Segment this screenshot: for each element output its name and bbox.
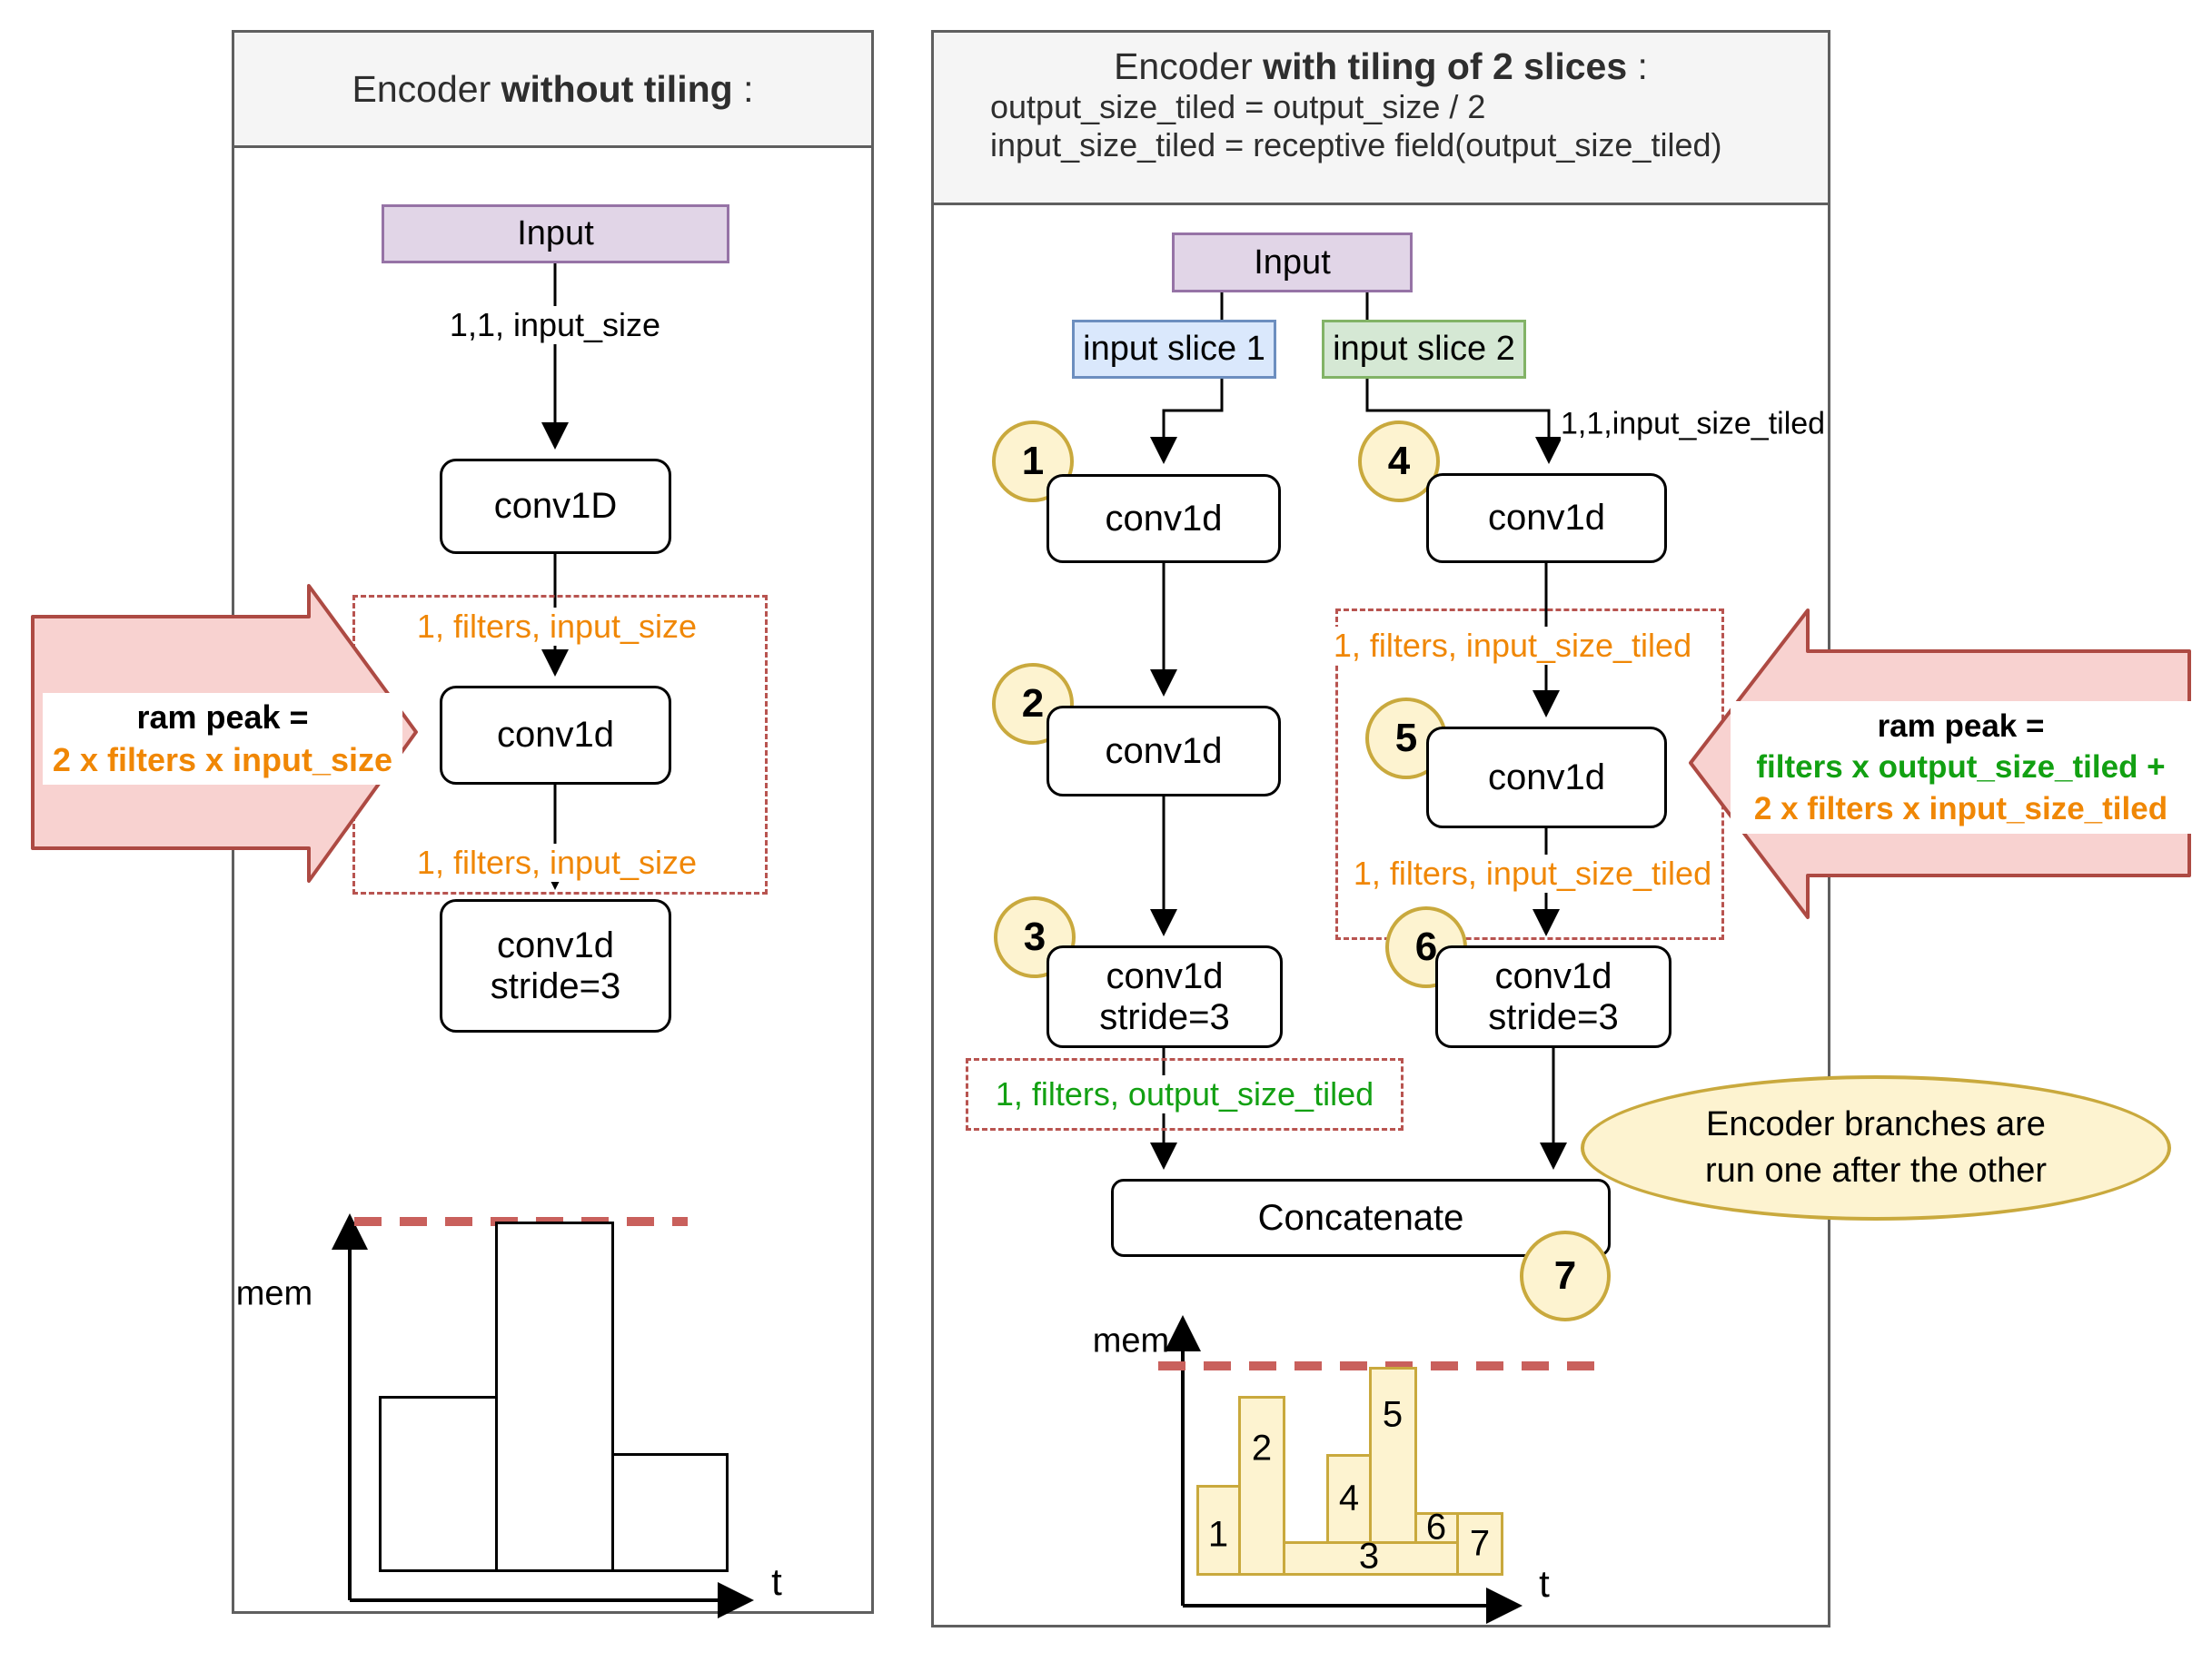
left-conv1d-stride-line2: stride=3 xyxy=(490,965,621,1006)
right-title-pre: Encoder xyxy=(1114,45,1264,87)
branches-note-line1: Encoder branches are xyxy=(1706,1104,2046,1143)
right-chart-bar-7 xyxy=(1456,1512,1503,1576)
left-conv1d-node-2: conv1d xyxy=(440,686,671,785)
input-slice-1-node: input slice 1 xyxy=(1072,320,1276,379)
step-circle-7: 7 xyxy=(1520,1231,1611,1321)
left-panel-header: Encoder without tiling : xyxy=(234,33,871,148)
branch1-stride-line2: stride=3 xyxy=(1099,996,1230,1037)
right-panel-title: Encoder with tiling of 2 slices : xyxy=(934,45,1828,88)
left-chart-bar-3 xyxy=(611,1453,729,1572)
right-callout-line2: filters x output_size_tiled + xyxy=(1756,749,2166,786)
left-chart-ylabel: mem xyxy=(235,1274,313,1313)
left-chart-xlabel: t xyxy=(771,1560,782,1603)
right-chart-bar-label-3: 3 xyxy=(1358,1536,1380,1577)
branches-note-line2: run one after the other xyxy=(1704,1152,2048,1190)
branch2-stride-line2: stride=3 xyxy=(1488,996,1619,1037)
left-chart-bar-2 xyxy=(495,1222,614,1572)
input-slice-2-node: input slice 2 xyxy=(1322,320,1526,379)
right-panel: Encoder with tiling of 2 slices : output… xyxy=(931,30,1830,1627)
right-chart-bar-label-4: 4 xyxy=(1338,1478,1360,1519)
right-panel-formula-2: input_size_tiled = receptive field(outpu… xyxy=(990,126,1722,163)
branch1-stride-line1: conv1d xyxy=(1106,955,1224,996)
left-title-pre: Encoder xyxy=(352,67,501,110)
right-chart-bar-label-1: 1 xyxy=(1207,1514,1229,1555)
right-callout-line3: 2 x filters x input_size_tiled xyxy=(1753,790,2168,826)
right-edge-label: 1,1,input_size_tiled xyxy=(1561,406,1826,442)
right-chart-ylabel: mem xyxy=(1092,1321,1170,1360)
right-chart-bar-2 xyxy=(1238,1396,1285,1576)
right-title-bold: with tiling of 2 slices xyxy=(1263,45,1628,87)
branch1-conv1d-node-2: conv1d xyxy=(1046,706,1281,796)
left-callout-line2: 2 x filters x input_size xyxy=(52,740,393,778)
right-title-post: : xyxy=(1627,45,1648,87)
right-chart-bar-label-5: 5 xyxy=(1382,1394,1404,1435)
left-callout-line1: ram peak = xyxy=(136,697,309,736)
branch1-output-dashed-region xyxy=(966,1058,1404,1131)
left-edge-label: 1,1, input_size xyxy=(440,306,670,344)
left-input-node: Input xyxy=(382,204,729,263)
branch1-conv1d-node-1: conv1d xyxy=(1046,474,1281,563)
right-chart-bar-5 xyxy=(1369,1367,1417,1544)
right-chart-bar-label-6: 6 xyxy=(1425,1507,1447,1548)
right-chart-bar-label-7: 7 xyxy=(1469,1523,1491,1564)
branch2-conv1d-stride-node: conv1d stride=3 xyxy=(1435,945,1671,1048)
left-chart-bar-1 xyxy=(379,1396,498,1572)
left-annotation-top: 1, filters, input_size xyxy=(409,608,705,646)
left-conv1d-stride-node: conv1d stride=3 xyxy=(440,899,671,1033)
left-conv1d-node-1: conv1D xyxy=(440,459,671,554)
left-ram-peak-callout-label: ram peak = 2 x filters x input_size xyxy=(43,693,402,785)
left-panel-title: Encoder without tiling : xyxy=(352,68,754,111)
right-callout-line1: ram peak = xyxy=(1877,707,2045,744)
right-chart-bar-label-2: 2 xyxy=(1251,1428,1273,1469)
concatenate-node: Concatenate xyxy=(1111,1179,1611,1257)
branch2-conv1d-node-2: conv1d xyxy=(1426,727,1667,828)
branches-note-ellipse: Encoder branches are run one after the o… xyxy=(1581,1075,2171,1221)
left-title-bold: without tiling xyxy=(501,67,733,110)
left-annotation-bottom: 1, filters, input_size xyxy=(409,844,705,882)
right-panel-header: Encoder with tiling of 2 slices : output… xyxy=(934,33,1828,205)
right-panel-formula-1: output_size_tiled = output_size / 2 xyxy=(990,88,1486,125)
branch2-stride-line1: conv1d xyxy=(1494,955,1612,996)
branch1-output-annotation: 1, filters, output_size_tiled xyxy=(987,1075,1382,1113)
right-chart-bar-1 xyxy=(1196,1485,1241,1576)
right-chart-xlabel: t xyxy=(1539,1562,1550,1605)
branch2-annotation-top: 1, filters, input_size_tiled xyxy=(1325,627,1700,665)
branch1-conv1d-stride-node: conv1d stride=3 xyxy=(1046,945,1283,1048)
right-ram-peak-callout-label: ram peak = filters x output_size_tiled +… xyxy=(1731,701,2191,834)
right-chart-bar-6 xyxy=(1414,1512,1459,1544)
left-conv1d-stride-line1: conv1d xyxy=(497,925,614,965)
left-title-post: : xyxy=(732,67,754,110)
branch2-annotation-bottom: 1, filters, input_size_tiled xyxy=(1345,855,1720,893)
right-input-node: Input xyxy=(1172,232,1413,292)
branch2-conv1d-node-1: conv1d xyxy=(1426,473,1667,563)
